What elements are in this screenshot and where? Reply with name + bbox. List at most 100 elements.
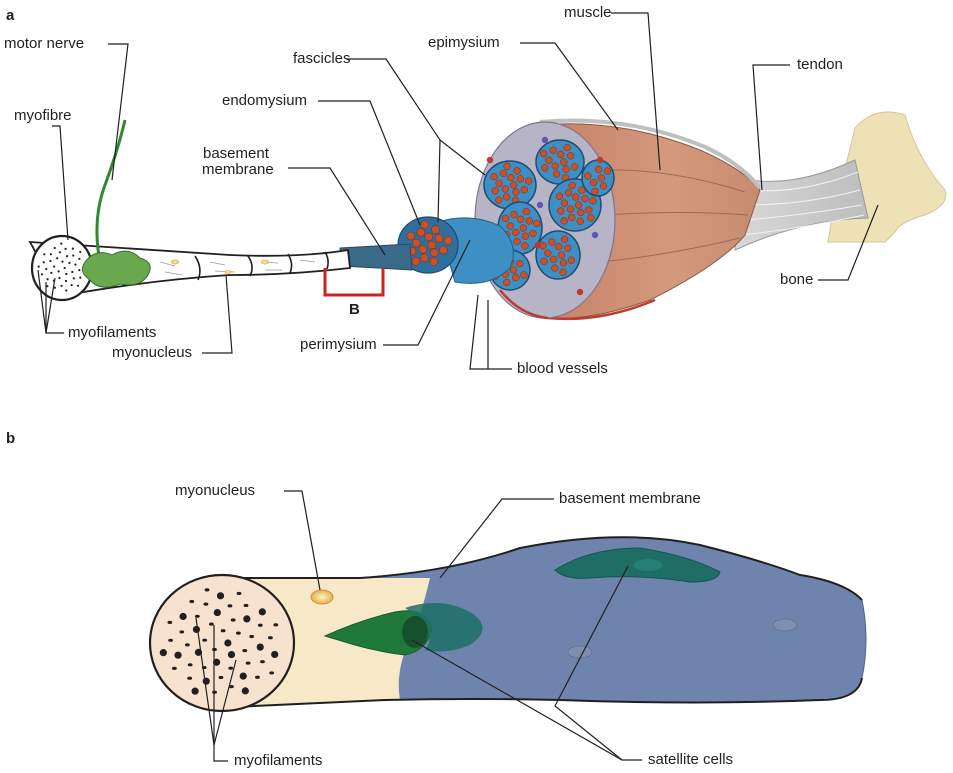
muscle-fibre	[491, 173, 498, 180]
muscle-fibre	[407, 232, 415, 240]
muscle-fibre	[435, 234, 443, 242]
myofilament	[43, 253, 45, 255]
muscle-fibre	[526, 218, 533, 225]
label-epimysium: epimysium	[428, 34, 500, 51]
myofilament	[167, 621, 172, 624]
muscle-fibre	[591, 188, 598, 195]
blood-vessel	[535, 242, 541, 248]
muscle-fibre	[419, 245, 427, 253]
myofilament	[273, 623, 278, 626]
myofilament	[240, 672, 247, 679]
myofilament	[203, 603, 208, 606]
label-perimysium: perimysium	[300, 336, 377, 353]
muscle-fibre	[520, 272, 527, 279]
label-myofilaments-a: myofilaments	[68, 324, 156, 341]
muscle-fibre	[556, 193, 563, 200]
muscle-fibre	[420, 254, 428, 262]
muscle-fibre	[560, 259, 567, 266]
myofilament	[246, 661, 251, 664]
blood-vessel	[577, 289, 583, 295]
muscle-fibre	[585, 207, 592, 214]
muscle-fibre	[430, 258, 438, 266]
muscle-fibre	[500, 170, 507, 177]
muscle-fibre	[511, 211, 518, 218]
myofilament	[259, 608, 266, 615]
muscle-fibre	[584, 173, 591, 180]
leader-myofibre	[52, 126, 68, 240]
muscle-fibre	[552, 163, 559, 170]
myofilament	[65, 280, 67, 282]
leader-fascicles-2	[440, 140, 485, 175]
panel-b-label: b	[6, 430, 15, 447]
myofilament	[271, 651, 278, 658]
label-bone: bone	[780, 271, 813, 288]
label-myonucleus-a: myonucleus	[112, 344, 192, 361]
myofilament	[64, 267, 66, 269]
myofilament	[214, 609, 221, 616]
myofilament	[260, 660, 265, 663]
muscle-fibre	[512, 274, 519, 281]
blood-vessel	[487, 157, 493, 163]
myofilament	[221, 629, 226, 632]
myofilament	[53, 265, 55, 267]
label-satellite-cells: satellite cells	[648, 751, 733, 768]
muscle-fibre	[545, 157, 552, 164]
myofilament	[185, 643, 190, 646]
myofilament	[224, 639, 231, 646]
satellite-cell-1-nucleus	[402, 616, 428, 648]
myonucleus-a3	[225, 270, 232, 274]
muscle-fibre	[571, 163, 578, 170]
muscle-fibre	[541, 258, 548, 265]
muscle-fibre	[507, 174, 514, 181]
label-basement-membrane-1: basement	[203, 145, 270, 162]
muscle-fibre	[564, 144, 571, 151]
bracket-b-label: B	[349, 301, 360, 318]
myofilament	[50, 272, 52, 274]
myofilament	[45, 268, 47, 270]
label-endomysium: endomysium	[222, 92, 307, 109]
label-myofilaments-b: myofilaments	[234, 752, 322, 769]
muscle-fibre	[525, 178, 532, 185]
muscle-fibre	[421, 221, 429, 229]
muscle-fibre	[568, 257, 575, 264]
myofilament	[249, 635, 254, 638]
leader-myonucleus-a	[202, 275, 232, 353]
muscle-fibre	[557, 208, 564, 215]
muscle-fibre	[510, 267, 517, 274]
myofilament	[71, 284, 73, 286]
myofilament	[74, 264, 76, 266]
muscle-fibre	[513, 189, 520, 196]
muscle-fibre	[540, 150, 547, 157]
myofilament	[58, 270, 60, 272]
muscle-fibre	[503, 193, 510, 200]
muscle-fibre	[444, 237, 452, 245]
label-fascicles: fascicles	[293, 50, 351, 67]
myofilament	[268, 636, 273, 639]
muscle-fibre	[577, 209, 584, 216]
leader-myofilaments-b-stem	[214, 745, 228, 761]
muscle-fibre	[503, 279, 510, 286]
myofilament	[202, 639, 207, 642]
myofilament	[77, 285, 79, 287]
muscle-fibre	[428, 241, 436, 249]
myofilament	[50, 253, 52, 255]
satellite-cell-2-nucleus	[634, 559, 662, 571]
muscle-fibre	[555, 243, 562, 250]
muscle-fibre	[412, 239, 420, 247]
muscle-fibre	[600, 183, 607, 190]
muscle-fibre	[495, 197, 502, 204]
bracket-b	[325, 268, 383, 295]
muscle-fibre	[517, 260, 524, 267]
myofilament	[78, 269, 80, 271]
leader-motor-nerve	[108, 44, 128, 180]
myofilament	[46, 278, 48, 280]
muscle-fibre	[595, 166, 602, 173]
myofilament	[65, 289, 67, 291]
myofilament	[228, 651, 235, 658]
myofilament	[60, 243, 62, 245]
muscle-fibre	[512, 229, 519, 236]
leader-myonucleus-b	[284, 491, 320, 590]
myofilament	[38, 266, 40, 268]
muscle-fibre	[558, 252, 565, 259]
